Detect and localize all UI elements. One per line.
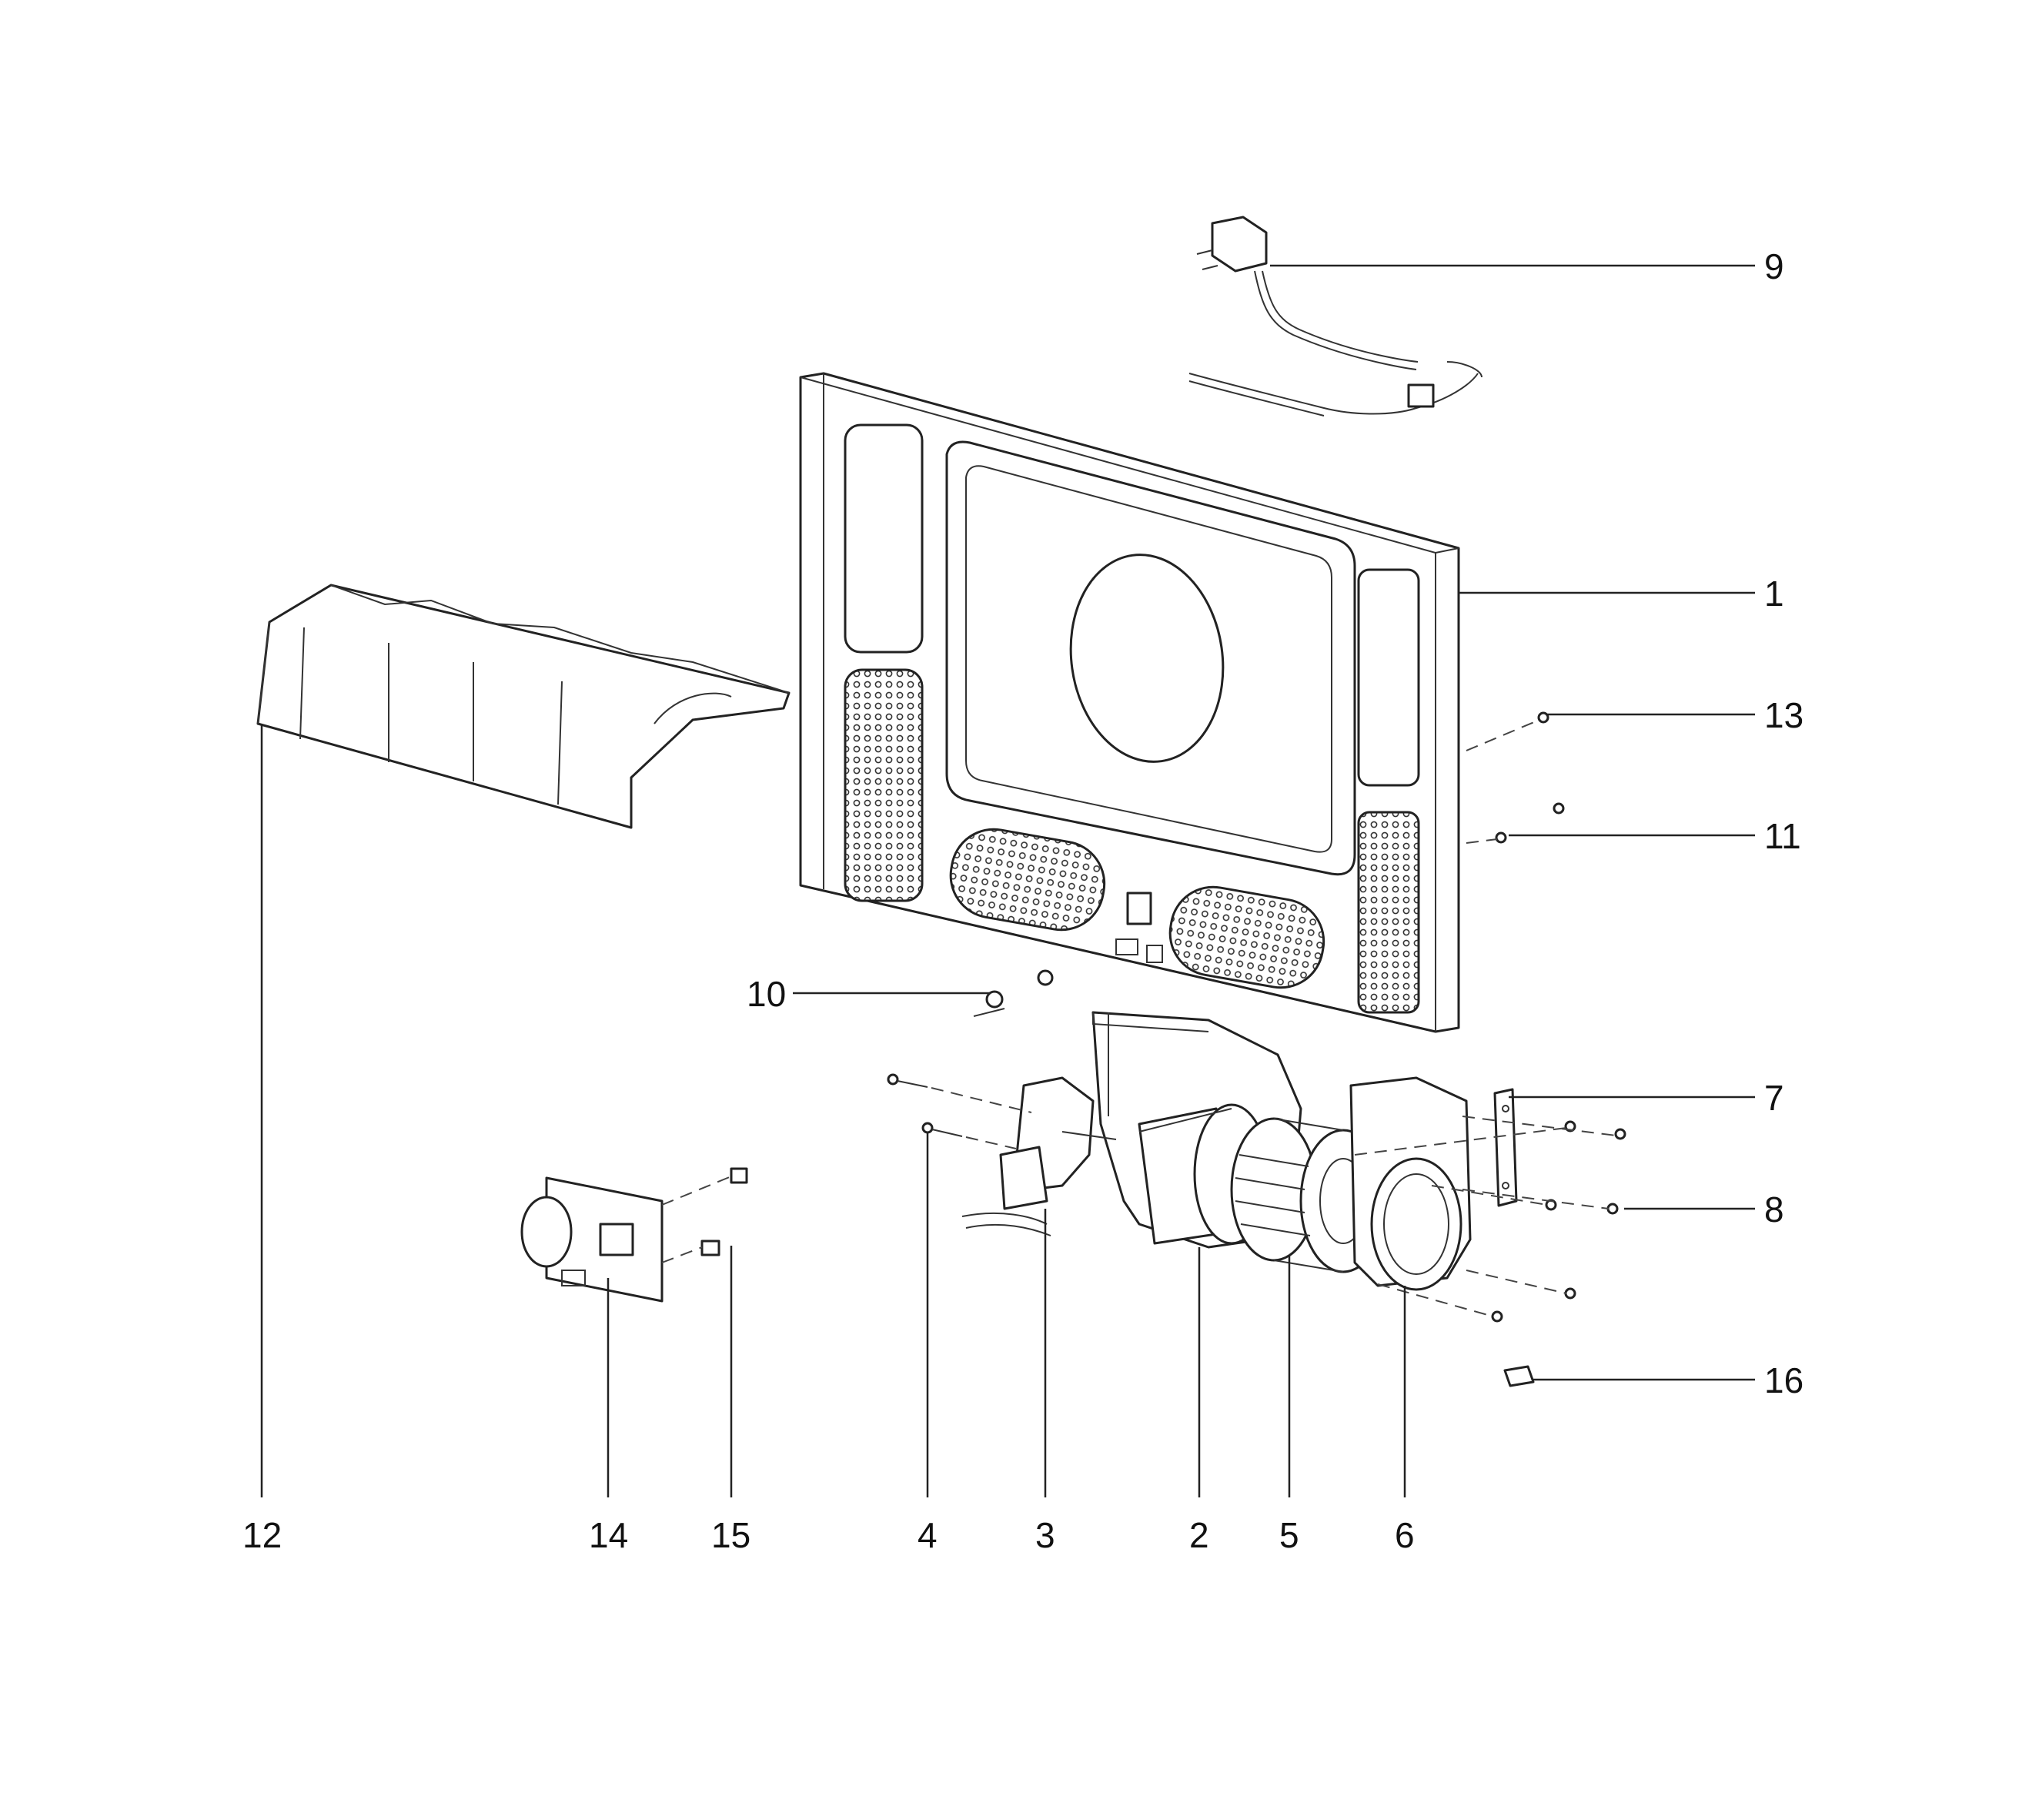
callout-5: 5 xyxy=(1279,1515,1299,1555)
callout-15: 15 xyxy=(711,1515,750,1555)
callout-6: 6 xyxy=(1395,1515,1415,1555)
rubber-block-part xyxy=(1503,1365,1535,1387)
callout-14: 14 xyxy=(589,1515,628,1555)
callout-8: 8 xyxy=(1764,1189,1784,1230)
callout-12: 12 xyxy=(242,1515,282,1555)
power-cord-part xyxy=(1188,216,1482,417)
callout-7: 7 xyxy=(1764,1078,1784,1118)
control-board-part xyxy=(520,1176,664,1303)
connector-part xyxy=(700,1167,748,1256)
callout-1: 1 xyxy=(1764,574,1784,614)
assembly-dash-lines xyxy=(661,719,1617,1317)
side-bracket-part xyxy=(1493,1088,1518,1207)
callout-3: 3 xyxy=(1035,1515,1055,1555)
gear-motor-part xyxy=(961,1076,1117,1236)
duct-cover-part xyxy=(256,584,791,829)
callout-9: 9 xyxy=(1764,246,1784,286)
inlet-plate-part xyxy=(1349,1076,1472,1291)
callout-11: 11 xyxy=(1764,816,1801,856)
callout-13: 13 xyxy=(1764,695,1803,735)
callout-10: 10 xyxy=(747,974,786,1014)
callout-4: 4 xyxy=(918,1515,938,1555)
callout-16: 16 xyxy=(1764,1360,1803,1400)
leader-lines xyxy=(260,264,1755,1497)
callout-2: 2 xyxy=(1189,1515,1209,1555)
callout-labels: 9 1 13 11 7 8 16 10 12 14 15 4 3 2 5 6 xyxy=(242,246,1803,1555)
back-panel-part xyxy=(799,372,1460,1033)
nut-washer-part xyxy=(973,969,1054,1017)
